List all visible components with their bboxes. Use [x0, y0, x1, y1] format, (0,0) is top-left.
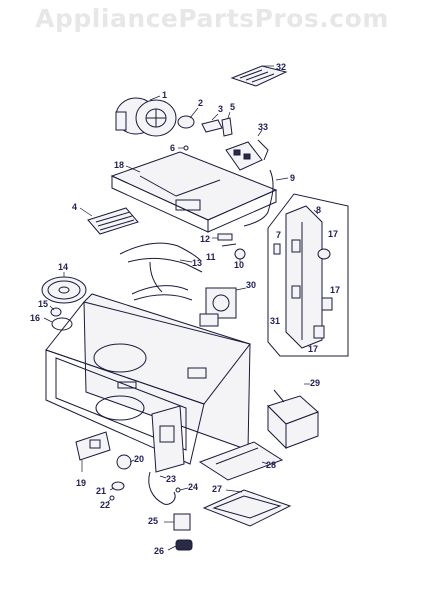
part-20-control-unit[interactable] — [75, 431, 111, 472]
part-11-thermistor[interactable] — [221, 243, 237, 247]
callout-26: 25 — [148, 516, 158, 526]
part-18-switch[interactable] — [321, 297, 333, 311]
callout-32: 31 — [270, 316, 280, 326]
part-2-fuse[interactable] — [177, 107, 199, 129]
part-7-latch-switch[interactable] — [273, 243, 281, 255]
part-12-thermal-cutoff[interactable] — [212, 233, 233, 241]
callout-9: 9 — [290, 173, 295, 183]
callout-13: 13 — [192, 258, 202, 268]
part-24-lamp-socket[interactable] — [148, 471, 176, 505]
callout-1: 1 — [162, 90, 167, 100]
callout-17a: 17 — [328, 229, 338, 239]
part-1-blower-fan[interactable] — [115, 95, 177, 137]
callout-23: 22 — [100, 500, 110, 510]
oven-cavity — [45, 293, 251, 465]
part-23-screw[interactable] — [107, 495, 115, 503]
part-10-sensor[interactable] — [234, 248, 246, 262]
part-9-wire[interactable] — [243, 169, 289, 227]
part-15-coupler[interactable] — [49, 305, 62, 317]
callout-2: 2 — [198, 98, 203, 108]
part-16-roller-guide[interactable] — [43, 317, 73, 331]
callout-22: 21 — [96, 486, 106, 496]
callout-34: 33 — [258, 122, 268, 132]
callout-30: 29 — [310, 378, 320, 388]
part-34-relay-board[interactable] — [225, 129, 269, 171]
part-30-transformer[interactable] — [267, 383, 319, 450]
part-25-screw[interactable] — [175, 487, 189, 493]
callout-10: 10 — [234, 260, 244, 270]
callout-8: 8 — [316, 205, 321, 215]
part-6-screw[interactable] — [178, 145, 189, 151]
control-bracket — [151, 405, 185, 473]
callout-4: 4 — [72, 202, 77, 212]
part-28-cover-plate[interactable] — [202, 489, 292, 527]
callout-7: 7 — [276, 230, 281, 240]
callout-27: 26 — [154, 546, 164, 556]
callout-12: 12 — [200, 234, 210, 244]
callout-29: 28 — [266, 460, 276, 470]
part-27-lamp[interactable] — [167, 539, 193, 551]
part-17-switch-upper[interactable] — [317, 248, 331, 260]
callout-28: 27 — [212, 484, 222, 494]
callout-3: 3 — [218, 104, 223, 114]
callout-21: 20 — [134, 454, 144, 464]
part-29-bottom-plate[interactable] — [198, 441, 284, 481]
callout-labels: 32 1 2 3 5 33 6 18 9 4 8 7 17 12 11 10 1… — [30, 62, 340, 556]
part-26-lamp-holder[interactable] — [164, 513, 191, 531]
part-5-bracket[interactable] — [221, 111, 233, 137]
callout-14: 14 — [58, 262, 68, 272]
part-19-base-plate[interactable] — [110, 151, 278, 233]
part-13-wire-harness[interactable] — [119, 242, 203, 301]
part-3-switch[interactable] — [201, 113, 223, 133]
watermark: AppliancePartsPros.com — [35, 4, 389, 33]
part-32-door-latch-box[interactable] — [267, 193, 349, 357]
callout-33: 32 — [276, 62, 286, 72]
callout-24: 23 — [166, 474, 176, 484]
callout-20: 19 — [76, 478, 86, 488]
callout-25: 24 — [188, 482, 198, 492]
callout-31: 30 — [246, 280, 256, 290]
part-22-stirrer[interactable] — [109, 481, 125, 491]
callout-15: 15 — [38, 299, 48, 309]
part-21-fan-motor[interactable] — [116, 454, 135, 470]
callout-17b: 17 — [308, 344, 318, 354]
callout-5: 5 — [230, 102, 235, 112]
callout-16: 16 — [30, 313, 40, 323]
callout-19: 18 — [114, 160, 124, 170]
callout-6: 6 — [170, 143, 175, 153]
part-14-glass-tray[interactable] — [41, 272, 87, 304]
callout-18: 17 — [330, 285, 340, 295]
part-8-latch-board[interactable] — [285, 205, 323, 349]
part-33-control-panel[interactable] — [230, 65, 288, 87]
part-31-magnetron[interactable] — [199, 287, 247, 327]
callout-11: 11 — [206, 252, 216, 262]
part-17-switch-lower[interactable] — [313, 325, 325, 339]
part-4-grease-filter[interactable] — [79, 207, 139, 235]
